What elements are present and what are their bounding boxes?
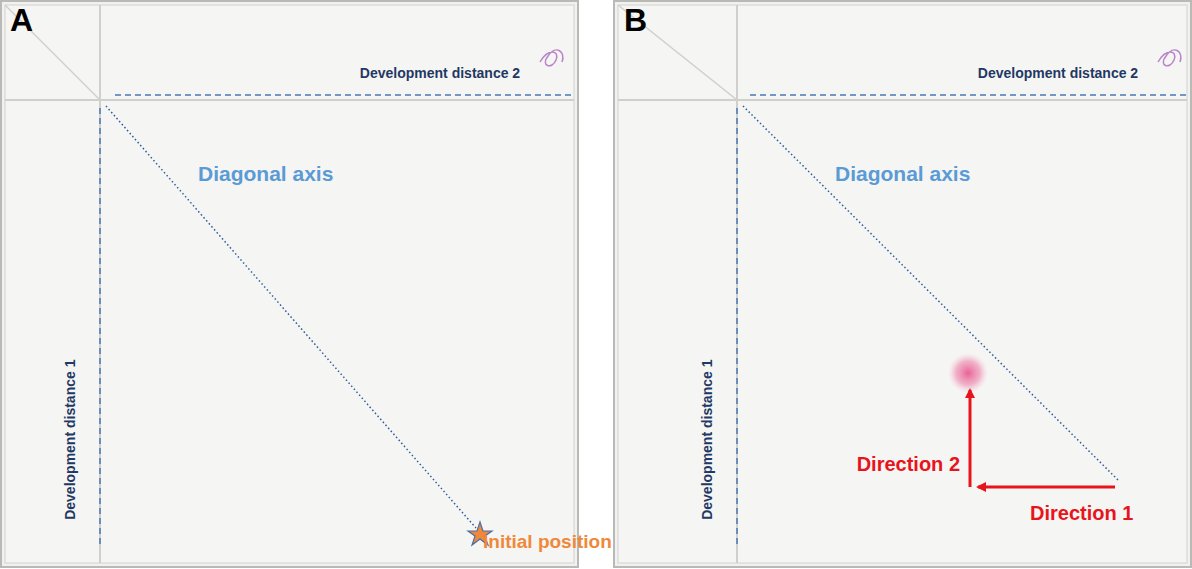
axis-label: Diagonal axis — [198, 162, 333, 185]
axis-label: Development distance 1 — [700, 360, 715, 520]
axis-label: Diagonal axis — [835, 162, 970, 185]
plate-a — [1, 1, 578, 567]
panel-letter: B — [624, 3, 647, 38]
direction-label: Direction 1 — [1030, 502, 1133, 524]
position-label: Initial position — [483, 532, 612, 553]
direction-label: Direction 2 — [857, 453, 960, 475]
axis-label: Development distance 2 — [360, 66, 520, 81]
plate-b — [614, 1, 1191, 567]
axis-label: Development distance 2 — [978, 66, 1138, 81]
panel-letter: A — [10, 3, 33, 38]
axis-label: Development distance 1 — [63, 360, 78, 520]
